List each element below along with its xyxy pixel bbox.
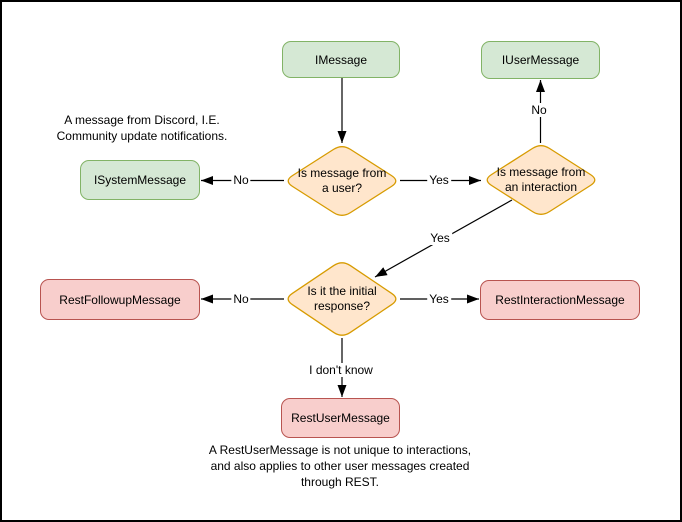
edge-label-user-no: No	[231, 173, 251, 187]
node-isystemmessage[interactable]: ISystemMessage	[80, 160, 200, 200]
node-imessage[interactable]: IMessage	[282, 41, 400, 78]
rest-user-message-note: A RestUserMessage is not unique to inter…	[208, 443, 472, 489]
decision-diamond-initial-response[interactable]	[287, 262, 397, 336]
system-message-note: A message from Discord, I.E. Community u…	[56, 113, 228, 143]
node-restinteractionmessage-label: RestInteractionMessage	[495, 293, 625, 307]
edge-label-interaction-yes: Yes	[428, 231, 452, 245]
node-restfollowupmessage-label: RestFollowupMessage	[59, 292, 181, 307]
node-iusermessage[interactable]: IUserMessage	[481, 41, 600, 79]
decision-from-interaction-label: Is message from an interaction	[496, 165, 586, 194]
node-restusermessage-label: RestUserMessage	[291, 411, 390, 425]
edge-label-initial-no: No	[231, 292, 251, 306]
decision-diamond-from-interaction[interactable]	[486, 145, 596, 215]
edge-label-interaction-no: No	[529, 103, 549, 117]
node-iusermessage-label: IUserMessage	[501, 53, 580, 67]
node-isystemmessage-label: ISystemMessage	[93, 173, 187, 187]
node-restinteractionmessage[interactable]: RestInteractionMessage	[480, 280, 640, 320]
edge-label-initial-yes: Yes	[427, 292, 451, 306]
edge-label-user-yes: Yes	[427, 173, 451, 187]
decision-initial-response-label: Is it the initial response?	[307, 284, 377, 313]
decision-diamond-from-user[interactable]	[287, 146, 397, 216]
node-imessage-label: IMessage	[314, 52, 368, 67]
node-restusermessage[interactable]: RestUserMessage	[281, 398, 400, 438]
node-restfollowupmessage[interactable]: RestFollowupMessage	[40, 279, 200, 320]
decision-from-user-label: Is message from a user?	[297, 166, 387, 195]
edge-label-initial-unknown: I don't know	[307, 363, 375, 377]
